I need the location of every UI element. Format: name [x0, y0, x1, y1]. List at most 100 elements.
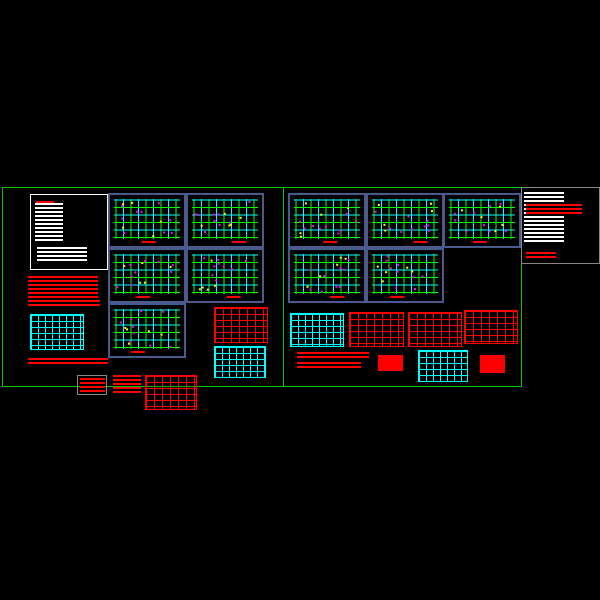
column-mark — [336, 263, 339, 266]
floor-plan-drawing — [114, 309, 180, 353]
red-block — [378, 355, 403, 371]
column-mark — [123, 231, 126, 234]
general-notes-box — [30, 194, 108, 270]
column-mark — [163, 231, 166, 234]
floor-plan-drawing — [372, 199, 438, 243]
column-mark — [454, 219, 457, 222]
drawing-title — [141, 241, 156, 243]
column-mark — [213, 220, 216, 223]
column-mark — [395, 286, 398, 289]
red-notes-bottom — [113, 375, 141, 395]
column-mark — [194, 213, 197, 216]
column-mark — [412, 276, 415, 279]
plan-panel — [108, 193, 186, 248]
column-mark — [424, 225, 427, 228]
schedule-table — [349, 312, 404, 347]
column-mark — [129, 341, 132, 344]
title-text-2 — [297, 362, 361, 368]
column-mark — [501, 223, 504, 226]
column-mark — [169, 219, 172, 222]
column-mark — [389, 267, 392, 270]
drawing-title — [226, 296, 241, 298]
floor-plan-drawing — [114, 254, 180, 298]
plan-panel — [186, 193, 264, 248]
column-mark — [129, 263, 132, 266]
column-mark — [430, 202, 433, 205]
column-mark — [171, 264, 174, 267]
plan-panel — [186, 248, 264, 303]
drawing-title — [136, 296, 151, 298]
floor-plan-drawing — [192, 254, 258, 298]
drawing-title — [413, 241, 428, 243]
floor-plan-drawing — [449, 199, 515, 243]
column-mark — [300, 235, 303, 238]
red-block — [480, 355, 505, 373]
column-mark — [323, 274, 326, 277]
column-mark — [121, 205, 124, 208]
column-mark — [197, 214, 200, 217]
column-mark — [410, 228, 413, 231]
column-mark — [324, 225, 327, 228]
column-mark — [141, 262, 144, 265]
column-mark — [149, 344, 152, 347]
column-mark — [131, 325, 134, 328]
column-mark — [499, 205, 502, 208]
column-mark — [170, 270, 173, 273]
column-mark — [427, 224, 430, 227]
column-mark — [122, 226, 125, 229]
column-mark — [465, 230, 468, 233]
column-mark — [397, 264, 400, 267]
drawing-title — [330, 296, 345, 298]
column-mark — [228, 221, 231, 224]
column-mark — [473, 211, 476, 214]
column-mark — [130, 284, 133, 287]
column-mark — [211, 274, 214, 277]
column-mark — [127, 342, 130, 345]
column-mark — [489, 205, 492, 208]
floor-plan-drawing — [372, 254, 438, 298]
drawing-title — [472, 241, 487, 243]
column-mark — [488, 230, 491, 233]
column-mark — [339, 256, 342, 259]
notes-text — [35, 203, 63, 243]
schedule-table — [214, 307, 268, 343]
column-mark — [319, 275, 322, 278]
column-mark — [381, 280, 384, 283]
column-mark — [135, 210, 138, 213]
drawing-title — [323, 241, 338, 243]
notes-red-right-2 — [526, 252, 556, 258]
column-mark — [494, 230, 497, 233]
column-mark — [169, 345, 172, 348]
column-mark — [339, 267, 342, 270]
column-grid-plan-right — [290, 313, 344, 347]
column-mark — [122, 203, 125, 206]
column-mark — [389, 227, 392, 230]
column-mark — [213, 213, 216, 216]
red-notes-left — [28, 276, 98, 300]
column-mark — [223, 212, 226, 215]
column-mark — [384, 229, 387, 232]
sheet-frame-right — [283, 187, 522, 387]
column-mark — [304, 202, 307, 205]
column-mark — [414, 288, 417, 291]
column-mark — [374, 210, 377, 213]
column-mark — [200, 224, 203, 227]
column-mark — [299, 232, 302, 235]
column-mark — [213, 284, 216, 287]
column-mark — [206, 288, 209, 291]
column-mark — [453, 212, 456, 215]
column-mark — [427, 229, 430, 232]
column-mark — [311, 224, 314, 227]
column-mark — [421, 275, 424, 278]
column-mark — [131, 201, 134, 204]
column-mark — [157, 202, 160, 205]
column-grid-plan-left — [30, 314, 84, 350]
column-mark — [344, 257, 347, 260]
drawing-title — [390, 296, 405, 298]
column-mark — [245, 259, 248, 262]
column-mark — [306, 285, 309, 288]
column-mark — [345, 212, 348, 215]
column-mark — [217, 262, 220, 265]
schedule-table — [408, 312, 462, 347]
column-mark — [120, 321, 123, 324]
